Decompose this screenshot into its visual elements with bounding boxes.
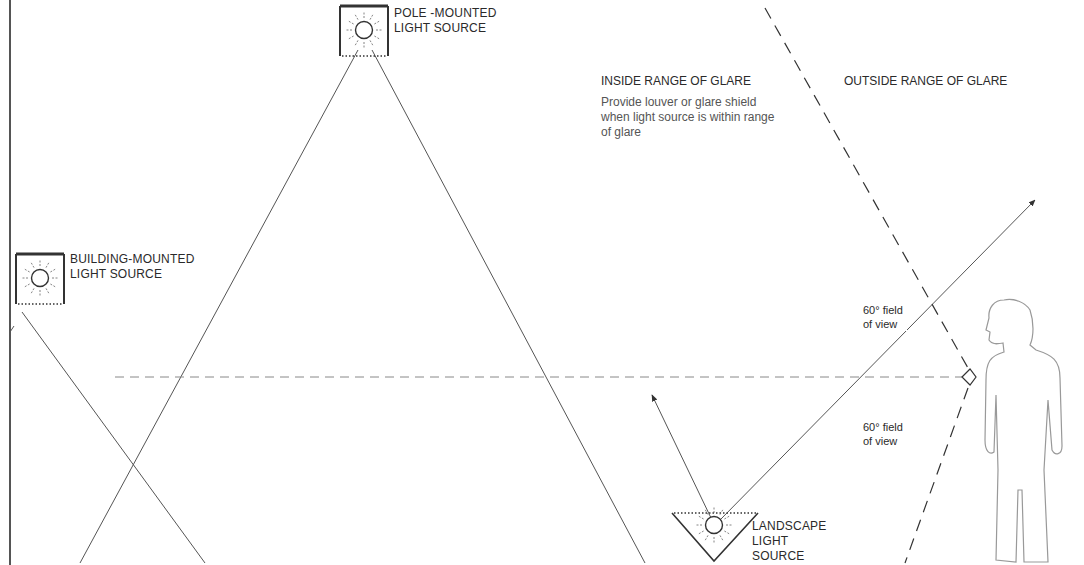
light-beams — [10, 50, 1035, 563]
eye-symbol — [962, 369, 976, 385]
region-heading: OUTSIDE RANGE OF GLARE — [843, 74, 1012, 89]
glare-boundary — [765, 8, 968, 563]
light-fixture: LANDSCAPE LIGHT SOURCE — [670, 505, 872, 565]
fixture-label: LANDSCAPE LIGHT SOURCE — [752, 519, 844, 564]
fixture-icon — [340, 6, 388, 56]
fixture-icon — [672, 507, 758, 561]
note-text: Provide louver or glare shield when ligh… — [600, 95, 779, 140]
light-fixture: BUILDING-MOUNTED LIGHT SOURCE — [14, 252, 216, 314]
fixture-icon — [16, 254, 64, 304]
building-wall — [9, 0, 11, 565]
light-fixture: POLE -MOUNTED LIGHT SOURCE — [338, 4, 540, 60]
angle-label: 60° field of view — [862, 303, 907, 331]
person-silhouette — [985, 299, 1062, 562]
region-heading: INSIDE RANGE OF GLARE — [600, 74, 756, 89]
angle-label: 60° field of view — [862, 420, 907, 448]
eye-level-line — [115, 377, 962, 378]
fixture-label: POLE -MOUNTED LIGHT SOURCE — [394, 6, 504, 36]
fixture-label: BUILDING-MOUNTED LIGHT SOURCE — [70, 252, 205, 282]
